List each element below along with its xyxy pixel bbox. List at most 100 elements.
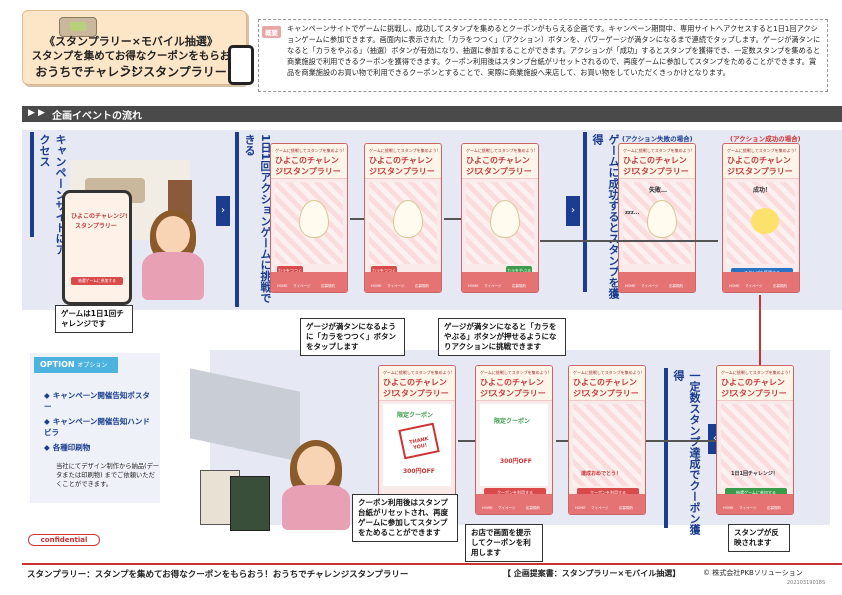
title-line-1: 《スタンプラリー×モバイル抽選》 xyxy=(44,35,218,48)
diamond-icon: ◆ xyxy=(44,443,50,452)
chevron-right-icon: › xyxy=(566,196,580,226)
callout-daily: ゲームは1日1回チャレンジです xyxy=(55,305,133,333)
phone-screen-fail: ゲームに挑戦してスタンプを集めよう!ひよこのチャレンジ!スタンプラリー 失敗… … xyxy=(618,143,696,293)
challenge-text: 1日1回チャレンジ！ xyxy=(731,471,778,477)
nav-rules[interactable]: 応募規約 xyxy=(512,284,526,288)
step-label-daily-game: 1日1回アクションゲームに挑戦できる xyxy=(243,134,272,304)
play-icon: ▶ xyxy=(38,108,45,118)
phone-title: ひよこのチャレンジ! xyxy=(721,378,785,398)
bottom-nav: HOME マイページ 応募規約 xyxy=(476,494,552,514)
flow-arrow xyxy=(556,440,568,442)
option-item-poster: ◆キャンペーン開催告知ポスター xyxy=(44,390,154,412)
phone-screen-success: ゲームに挑戦してスタンプを集めよう!ひよこのチャレンジ!スタンプラリー 成功！ … xyxy=(722,143,800,293)
nav-rules[interactable]: 応募規約 xyxy=(773,284,787,288)
woman-body xyxy=(282,485,350,530)
tsutsuku-button[interactable]: カラをつつく xyxy=(277,266,303,275)
use-coupon-button[interactable]: クーポンを利用する xyxy=(577,488,639,497)
nav-home[interactable]: HOME xyxy=(575,506,586,510)
step-bar xyxy=(235,132,239,307)
nav-home[interactable]: HOME xyxy=(625,284,636,288)
nav-mypage[interactable]: マイページ xyxy=(641,284,659,288)
option-item-text: 各種印刷物 xyxy=(52,443,91,452)
phone-small-text: ゲームに挑戦してスタンプを集めよう! xyxy=(383,370,453,375)
option-note: 当社にてデザイン制作から納品(データまたは印刷物) までご依頼いただくことができ… xyxy=(56,463,160,488)
phone-subtitle: スタンプラリー xyxy=(737,167,793,176)
nav-mypage[interactable]: マイページ xyxy=(739,506,757,510)
nav-mypage[interactable]: マイページ xyxy=(484,284,502,288)
nav-home[interactable]: HOME xyxy=(723,506,734,510)
callout-tap: ゲージが満タンになるように「カラをつつく」ボタンをタップします xyxy=(300,318,405,356)
summary-box: キャンペーンサイトでゲームに挑戦し、成功してスタンプを集めるとクーポンがもらえる… xyxy=(258,19,828,92)
coupon-title: 限定クーポン xyxy=(397,412,434,419)
phone-screen-coupon: ゲームに挑戦してスタンプを集めよう!ひよこのチャレンジ!スタンプラリー 限定クー… xyxy=(475,365,553,515)
phone-screen-1: ゲームに挑戦してスタンプを集めよう!ひよこのチャレンジ!スタンプラリー カラをつ… xyxy=(270,143,348,293)
join-game-button[interactable]: 抽選ゲームに参加する xyxy=(71,277,123,285)
chick-icon xyxy=(751,208,779,234)
woman-body xyxy=(142,252,204,300)
join-game-button[interactable]: 抽選ゲームに参加する xyxy=(725,488,787,497)
phone-subtitle: スタンプラリー xyxy=(285,167,341,176)
nav-mypage[interactable]: マイページ xyxy=(591,506,609,510)
option-item-handbill: ◆キャンペーン開催告知ハンドビラ xyxy=(44,416,154,438)
nav-mypage[interactable]: マイページ xyxy=(745,284,763,288)
achieve-text: 達成おめでとう！ xyxy=(581,471,622,477)
title-line-3: おうちでチャレンジスタンプラリー xyxy=(35,65,227,79)
tsutsuku-button[interactable]: カラをつつく xyxy=(371,266,397,275)
nav-rules[interactable]: 応募規約 xyxy=(767,506,781,510)
egg-icon xyxy=(393,200,423,238)
phone-screen-3: ゲームに挑戦してスタンプを集めよう! ひよこのチャレンジ!スタンプラリー カラをや… xyxy=(461,143,539,293)
title-card: 《スタンプラリー×モバイル抽選》 スタンプを集めてお得なクーポンをもらおう！ お… xyxy=(22,10,247,85)
nav-mypage[interactable]: マイページ xyxy=(387,284,405,288)
phone-screen-2: ゲームに挑戦してスタンプを集めよう!ひよこのチャレンジ!スタンプラリー カラをつ… xyxy=(364,143,442,293)
sofa-icon xyxy=(59,17,97,37)
bottom-nav: HOME マイページ 応募規約 xyxy=(619,272,695,292)
summary-text: キャンペーンサイトでゲームに挑戦し、成功してスタンプを集めるとクーポンがもらえる… xyxy=(287,24,821,77)
phone-screen-achieved: ゲームに挑戦してスタンプを集めよう!ひよこのチャレンジ!スタンプラリー 達成おめ… xyxy=(568,365,646,515)
step-label-stamp: ゲームに成功するとスタンプを獲得 xyxy=(591,134,620,299)
nav-mypage[interactable]: マイページ xyxy=(293,284,311,288)
step-bar xyxy=(583,132,587,292)
nav-home[interactable]: HOME xyxy=(729,284,740,288)
phone-title: ひよこのチャレンジ! xyxy=(727,156,791,176)
option-item-text: キャンペーン開催告知ポスター xyxy=(44,391,150,411)
nav-home[interactable]: HOME xyxy=(277,284,288,288)
bottom-nav: HOME マイページ 応募規約 xyxy=(569,494,645,514)
confidential-badge: confidential xyxy=(28,534,100,546)
smartphone-illustration: ひよこのチャレンジ! スタンプラリー 抽選ゲームに参加する xyxy=(62,190,132,305)
coupon-title: 限定クーポン xyxy=(494,418,531,425)
nav-rules[interactable]: 応募規約 xyxy=(526,506,540,510)
phone-small-text: ゲームに挑戦してスタンプを集めよう! xyxy=(623,148,693,153)
phone-subtitle: スタンプラリー xyxy=(476,167,532,176)
use-coupon-button[interactable]: クーポンを利用する xyxy=(484,488,546,497)
phone-small-text: ゲームに挑戦してスタンプを集めよう! xyxy=(466,148,536,153)
phone-title: ひよこのチャレンジ! xyxy=(275,156,339,176)
footer-divider xyxy=(22,563,842,565)
nav-home[interactable]: HOME xyxy=(482,506,493,510)
thankyou-stamp: THANK YOU! xyxy=(398,422,440,460)
flow-arrow-down xyxy=(759,295,761,365)
phone-screen-thankyou: ゲームに挑戦してスタンプを集めよう!ひよこのチャレンジ!スタンプラリー 限定クー… xyxy=(378,365,456,515)
nav-rules[interactable]: 応募規約 xyxy=(415,284,429,288)
egg-icon xyxy=(647,200,677,238)
nav-rules[interactable]: 応募規約 xyxy=(669,284,683,288)
yaburu-button[interactable]: カラをやぶる xyxy=(506,266,532,275)
callout-stamp-reflect: スタンプが反映されます xyxy=(728,524,790,552)
fail-text: 失敗… xyxy=(649,187,668,194)
nav-mypage[interactable]: マイページ xyxy=(498,506,516,510)
bottom-nav: HOME マイページ 応募規約 xyxy=(462,272,538,292)
nav-rules[interactable]: 応募規約 xyxy=(321,284,335,288)
option-tag-sub: オプション xyxy=(77,362,108,369)
option-tag-text: OPTION xyxy=(40,360,75,369)
flow-arrow xyxy=(444,218,461,220)
phone-subtitle: スタンプラリー xyxy=(490,389,546,398)
nav-home[interactable]: HOME xyxy=(468,284,479,288)
option-item-text: キャンペーン開催告知ハンドビラ xyxy=(44,417,150,437)
flow-arrow xyxy=(540,240,718,242)
callout-store: お店で画面を提示してクーポンを利用します xyxy=(465,524,543,562)
phone-small-text: ゲームに挑戦してスタンプを集めよう! xyxy=(721,370,791,375)
phone-subtitle: スタンプラリー xyxy=(393,389,449,398)
bottom-nav: HOME マイページ 応募規約 xyxy=(365,272,441,292)
phone-title: ひよこのチャレンジ! xyxy=(466,156,530,176)
nav-home[interactable]: HOME xyxy=(371,284,382,288)
nav-rules[interactable]: 応募規約 xyxy=(619,506,633,510)
